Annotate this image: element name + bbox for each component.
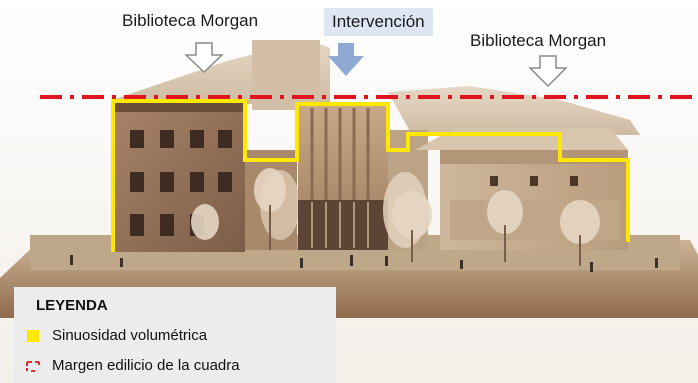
volumetric-outline (111, 99, 630, 252)
label-intervention: Intervención (324, 8, 433, 36)
label-morgan-library-left: Biblioteca Morgan (122, 11, 259, 30)
annex-windows (490, 176, 578, 186)
arrow-down-icon (328, 43, 364, 76)
yellow-square-icon (27, 330, 39, 342)
pavilion-mullions (310, 108, 370, 200)
legend-title: LEYENDA (36, 297, 108, 314)
back-tower (252, 40, 320, 110)
legend-item-label: Margen edilicio de la cuadra (52, 357, 240, 374)
arrow-down-icon (528, 55, 568, 88)
legend-item-label: Sinuosidad volumétrica (52, 327, 208, 344)
legend-panel: LEYENDA Sinuosidad volumétrica Margen ed… (14, 287, 336, 383)
label-morgan-library-right: Biblioteca Morgan (470, 31, 607, 50)
dashed-bracket-icon (26, 361, 40, 372)
model-trees (191, 168, 600, 244)
model-figures (70, 255, 658, 272)
arrow-down-icon (184, 42, 224, 74)
